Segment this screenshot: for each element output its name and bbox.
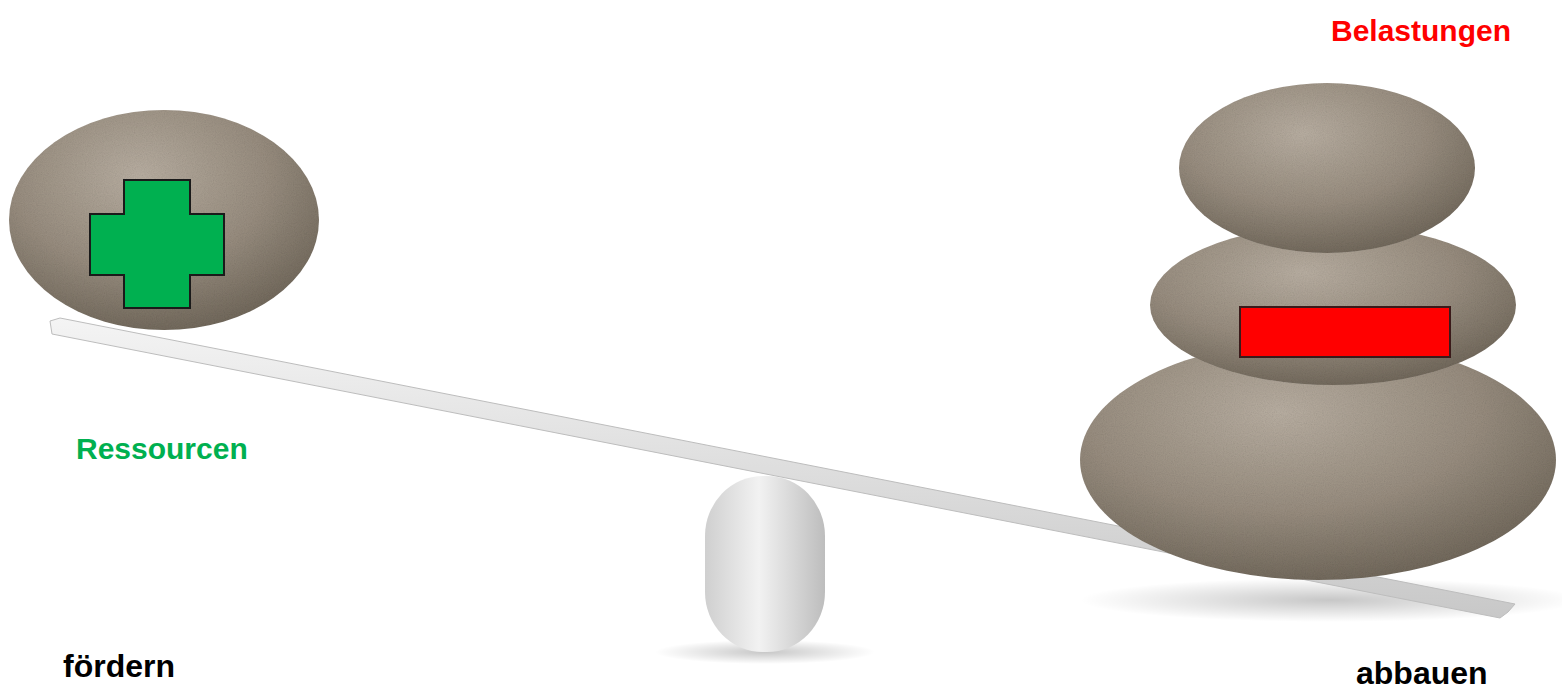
label-text: fördern — [63, 648, 175, 685]
fulcrum-cylinder — [705, 476, 825, 652]
resource-stone — [9, 110, 319, 330]
label-text: abbauen — [1356, 655, 1488, 692]
minus-symbol — [1240, 307, 1450, 357]
burden-stone — [1179, 83, 1475, 253]
label-text: Ressourcen — [76, 432, 248, 467]
plus-symbol — [90, 180, 224, 308]
label-text: Belastungen — [1331, 14, 1511, 49]
